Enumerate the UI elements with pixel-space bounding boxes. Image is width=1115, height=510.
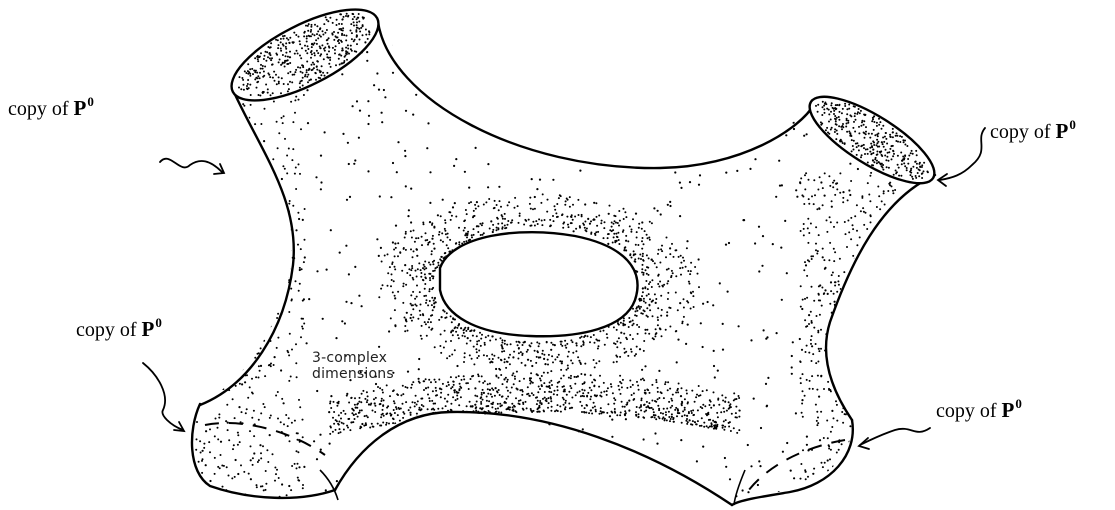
hidden-edges xyxy=(205,423,845,495)
annotation-line-1: 3-complex xyxy=(312,350,394,366)
opening-top-right xyxy=(798,81,946,198)
annotation-line-2: dimensions xyxy=(312,366,394,382)
label-copy-of-p0-bottom-left: copy of P0 xyxy=(76,316,162,340)
central-hole xyxy=(440,232,638,336)
opening-top-left xyxy=(219,0,391,119)
label-copy-of-p0-top-left: copy of P0 xyxy=(8,95,94,119)
label-copy-of-p0-top-right: copy of P0 xyxy=(990,118,1076,142)
label-copy-of-p0-bottom-right: copy of P0 xyxy=(936,397,1022,421)
annotation-complex-dimensions: 3-complex dimensions xyxy=(312,350,394,382)
